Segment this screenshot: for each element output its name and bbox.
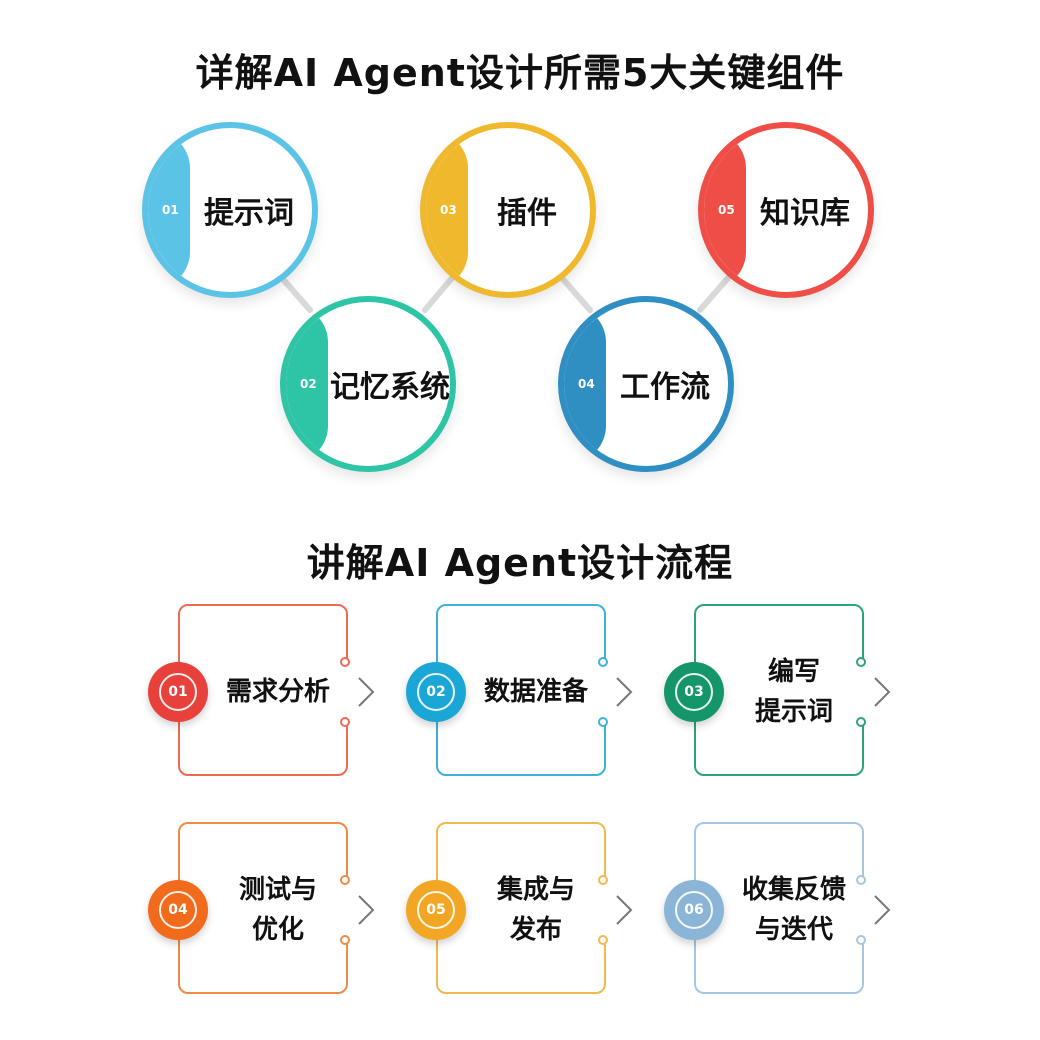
component-knowledge-base: 05 知识库 bbox=[698, 122, 874, 298]
step-number-badge: 02 bbox=[406, 662, 466, 722]
component-number-badge bbox=[148, 128, 190, 292]
step-label-line2: 发布 bbox=[509, 915, 562, 945]
step-card-data-preparation: 02 数据准备 bbox=[406, 604, 666, 780]
step-label-line1: 测试与 bbox=[238, 875, 317, 905]
step-number: 06 bbox=[684, 902, 704, 918]
component-number: 04 bbox=[578, 377, 595, 391]
frame-dot bbox=[340, 935, 350, 945]
component-label: 记忆系统 bbox=[330, 370, 450, 405]
frame-dot bbox=[340, 875, 350, 885]
step-card-integrate-release: 05 集成与发布 bbox=[406, 822, 666, 998]
process-title: 讲解AI Agent设计流程 bbox=[306, 541, 734, 585]
component-number: 02 bbox=[300, 377, 317, 391]
frame-dot bbox=[340, 717, 350, 727]
step-number-badge: 05 bbox=[406, 880, 466, 940]
step-label-line1: 编写 bbox=[767, 657, 820, 687]
step-number-badge: 01 bbox=[148, 662, 208, 722]
step-label-line1: 收集反馈 bbox=[741, 875, 846, 905]
component-number-badge bbox=[286, 302, 328, 466]
step-number: 05 bbox=[426, 902, 446, 918]
step-number: 01 bbox=[168, 684, 188, 700]
step-card-test-optimize: 04 测试与优化 bbox=[148, 822, 408, 998]
step-label: 测试与优化 bbox=[208, 870, 348, 950]
step-label: 集成与发布 bbox=[466, 870, 606, 950]
components-title: 详解AI Agent设计所需5大关键组件 bbox=[195, 51, 845, 95]
connector-03-04 bbox=[559, 275, 593, 313]
frame-dot bbox=[598, 657, 608, 667]
chevron-right-icon bbox=[358, 677, 375, 707]
step-label: 数据准备 bbox=[466, 672, 606, 712]
step-card-requirements: 01 需求分析 bbox=[148, 604, 408, 780]
component-number: 05 bbox=[718, 203, 735, 217]
step-number-badge: 03 bbox=[664, 662, 724, 722]
chevron-right-icon bbox=[616, 677, 633, 707]
component-number: 01 bbox=[162, 203, 179, 217]
frame-dot bbox=[598, 717, 608, 727]
step-label-line1: 集成与 bbox=[496, 875, 575, 905]
step-label: 需求分析 bbox=[208, 672, 348, 712]
frame-dot bbox=[598, 935, 608, 945]
chevron-right-icon bbox=[616, 895, 633, 925]
step-label-line2: 提示词 bbox=[754, 697, 833, 727]
step-number-badge: 06 bbox=[664, 880, 724, 940]
step-label: 编写提示词 bbox=[724, 652, 864, 732]
component-number: 03 bbox=[440, 203, 457, 217]
step-number: 04 bbox=[168, 902, 188, 918]
step-number: 02 bbox=[426, 684, 446, 700]
step-card-write-prompt: 03 编写提示词 bbox=[664, 604, 924, 780]
step-card-feedback-iterate: 06 收集反馈与迭代 bbox=[664, 822, 924, 998]
step-number-badge: 04 bbox=[148, 880, 208, 940]
component-workflow: 04 工作流 bbox=[558, 296, 734, 472]
component-label: 提示词 bbox=[204, 196, 294, 231]
component-label: 工作流 bbox=[620, 370, 710, 405]
frame-dot bbox=[856, 657, 866, 667]
step-label-line1: 数据准备 bbox=[483, 677, 588, 707]
step-label: 收集反馈与迭代 bbox=[724, 870, 864, 950]
chevron-right-icon bbox=[874, 677, 891, 707]
component-number-badge bbox=[564, 302, 606, 466]
step-label-line1: 需求分析 bbox=[225, 677, 330, 707]
chevron-right-icon bbox=[874, 895, 891, 925]
step-number: 03 bbox=[684, 684, 704, 700]
component-plugins: 03 插件 bbox=[420, 122, 596, 298]
component-memory: 02 记忆系统 bbox=[280, 296, 456, 472]
frame-dot bbox=[598, 875, 608, 885]
component-label: 知识库 bbox=[760, 196, 850, 231]
chevron-right-icon bbox=[358, 895, 375, 925]
component-number-badge bbox=[704, 128, 746, 292]
component-number-badge bbox=[426, 128, 468, 292]
frame-dot bbox=[340, 657, 350, 667]
component-prompt: 01 提示词 bbox=[142, 122, 318, 298]
step-label-line2: 优化 bbox=[251, 915, 304, 945]
frame-dot bbox=[856, 935, 866, 945]
connector-01-02 bbox=[279, 275, 313, 313]
frame-dot bbox=[856, 875, 866, 885]
step-label-line2: 与迭代 bbox=[754, 915, 833, 945]
component-label: 插件 bbox=[497, 196, 557, 231]
component-connectors bbox=[279, 275, 731, 313]
frame-dot bbox=[856, 717, 866, 727]
